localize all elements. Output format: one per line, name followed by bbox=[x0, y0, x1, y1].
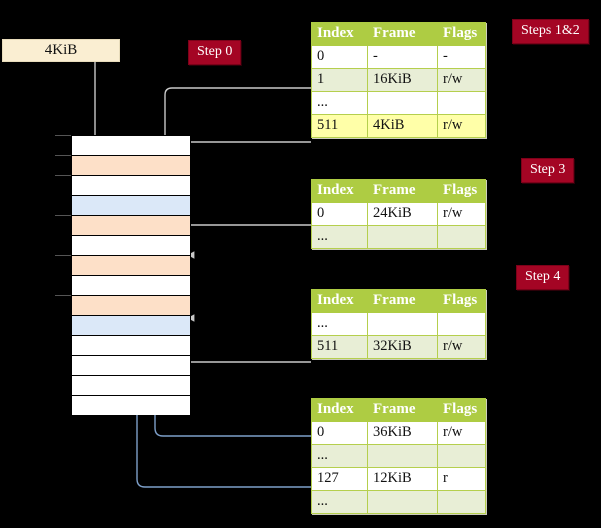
step-label-step0: Step 0 bbox=[188, 40, 242, 65]
cell-flags: r/w bbox=[437, 421, 486, 445]
column-header-frame: Frame bbox=[367, 398, 438, 422]
cell-index: ... bbox=[311, 312, 368, 336]
cell-frame bbox=[367, 312, 438, 336]
cell-index: 0 bbox=[311, 202, 368, 226]
cell-index: ... bbox=[311, 490, 368, 514]
cell-flags: r/w bbox=[437, 202, 486, 226]
memory-row bbox=[72, 276, 190, 296]
cell-frame bbox=[367, 444, 438, 468]
cell-flags bbox=[437, 490, 486, 514]
memory-tick bbox=[55, 255, 71, 256]
cell-index: ... bbox=[311, 444, 368, 468]
cell-frame: - bbox=[367, 45, 438, 69]
memory-row bbox=[72, 176, 190, 196]
cell-flags: r/w bbox=[437, 114, 486, 138]
memory-row bbox=[72, 376, 190, 396]
table-row[interactable]: ... bbox=[311, 91, 486, 115]
memory-row bbox=[72, 296, 190, 316]
memory-tick bbox=[55, 295, 71, 296]
table-row[interactable]: ... bbox=[311, 225, 486, 249]
memory-row bbox=[72, 316, 190, 336]
column-header-flags: Flags bbox=[437, 179, 486, 203]
memory-row bbox=[72, 136, 190, 156]
cell-frame bbox=[367, 225, 438, 249]
cell-flags bbox=[437, 444, 486, 468]
cell-index: 0 bbox=[311, 45, 368, 69]
memory-tick bbox=[55, 135, 71, 136]
cell-flags bbox=[437, 225, 486, 249]
cell-frame bbox=[367, 91, 438, 115]
cell-frame: 4KiB bbox=[367, 114, 438, 138]
memory-tick bbox=[55, 155, 71, 156]
cell-index: 127 bbox=[311, 467, 368, 491]
cell-flags bbox=[437, 312, 486, 336]
memory-row bbox=[72, 216, 190, 236]
cell-flags: r/w bbox=[437, 68, 486, 92]
column-header-flags: Flags bbox=[437, 398, 486, 422]
cell-flags bbox=[437, 91, 486, 115]
memory-row bbox=[72, 236, 190, 256]
cell-frame: 16KiB bbox=[367, 68, 438, 92]
step-label-steps12: Steps 1&2 bbox=[512, 19, 589, 44]
cell-index: ... bbox=[311, 225, 368, 249]
cell-index: 511 bbox=[311, 335, 368, 359]
memory-tick bbox=[55, 175, 71, 176]
memory-row bbox=[72, 396, 190, 415]
step-label-step4: Step 4 bbox=[516, 265, 570, 290]
table-row[interactable]: ... bbox=[311, 444, 486, 468]
column-header-frame: Frame bbox=[367, 179, 438, 203]
column-header-flags: Flags bbox=[437, 22, 486, 46]
column-header-index: Index bbox=[311, 179, 368, 203]
column-header-flags: Flags bbox=[437, 289, 486, 313]
cell-frame: 36KiB bbox=[367, 421, 438, 445]
cell-frame: 32KiB bbox=[367, 335, 438, 359]
column-header-index: Index bbox=[311, 398, 368, 422]
cell-index: 511 bbox=[311, 114, 368, 138]
column-header-index: Index bbox=[311, 22, 368, 46]
cell-index: 1 bbox=[311, 68, 368, 92]
source-frame-label: 4KiB bbox=[44, 42, 78, 58]
memory-row bbox=[72, 336, 190, 356]
cell-frame: 12KiB bbox=[367, 467, 438, 491]
memory-row bbox=[72, 156, 190, 176]
physical-memory-column bbox=[71, 135, 191, 415]
column-header-frame: Frame bbox=[367, 22, 438, 46]
table-row[interactable]: ... bbox=[311, 490, 486, 514]
cell-frame: 24KiB bbox=[367, 202, 438, 226]
memory-row bbox=[72, 356, 190, 376]
source-frame-box: 4KiB bbox=[2, 39, 120, 62]
step-label-step3: Step 3 bbox=[521, 158, 575, 183]
cell-flags: r/w bbox=[437, 335, 486, 359]
memory-row bbox=[72, 196, 190, 216]
cell-flags: - bbox=[437, 45, 486, 69]
cell-flags: r bbox=[437, 467, 486, 491]
memory-row bbox=[72, 256, 190, 276]
cell-frame bbox=[367, 490, 438, 514]
column-header-frame: Frame bbox=[367, 289, 438, 313]
table-row[interactable]: 0-- bbox=[311, 45, 486, 69]
table-row[interactable]: ... bbox=[311, 312, 486, 336]
cell-index: 0 bbox=[311, 421, 368, 445]
column-header-index: Index bbox=[311, 289, 368, 313]
cell-index: ... bbox=[311, 91, 368, 115]
memory-tick bbox=[55, 215, 71, 216]
